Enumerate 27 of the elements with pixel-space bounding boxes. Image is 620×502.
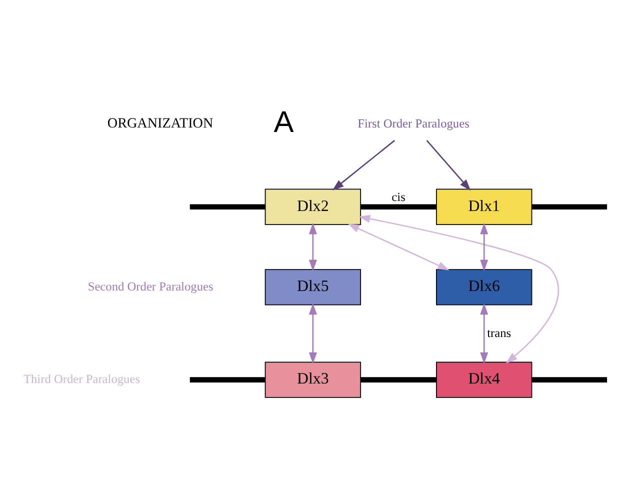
edge-label: cis	[392, 190, 406, 204]
connector	[190, 204, 266, 210]
label: Third Order Paralogues	[23, 372, 140, 386]
label: Second Order Paralogues	[88, 279, 214, 294]
connector	[190, 377, 266, 382]
arrow	[480, 222, 488, 272]
arrow	[480, 303, 488, 364]
arrow	[348, 224, 450, 270]
arrow	[308, 303, 317, 364]
node-box: Dlx6	[436, 269, 532, 306]
arrow	[308, 222, 317, 272]
node-box: Dlx1	[436, 188, 532, 225]
label: ORGANIZATION	[107, 116, 214, 132]
connector	[532, 377, 608, 382]
connector	[532, 204, 608, 210]
node-box: Dlx3	[264, 362, 362, 398]
node-box: Dlx5	[264, 269, 362, 306]
node-box: Dlx2	[264, 188, 362, 225]
arrow	[358, 214, 560, 364]
edge-label: trans	[487, 326, 512, 340]
node-box: Dlx4	[436, 362, 532, 398]
connector	[360, 377, 436, 382]
arrow	[332, 140, 396, 190]
label: A	[274, 106, 294, 140]
node-text: First Order Paralogues	[358, 116, 470, 131]
arrow	[426, 140, 471, 191]
connector	[360, 204, 436, 210]
